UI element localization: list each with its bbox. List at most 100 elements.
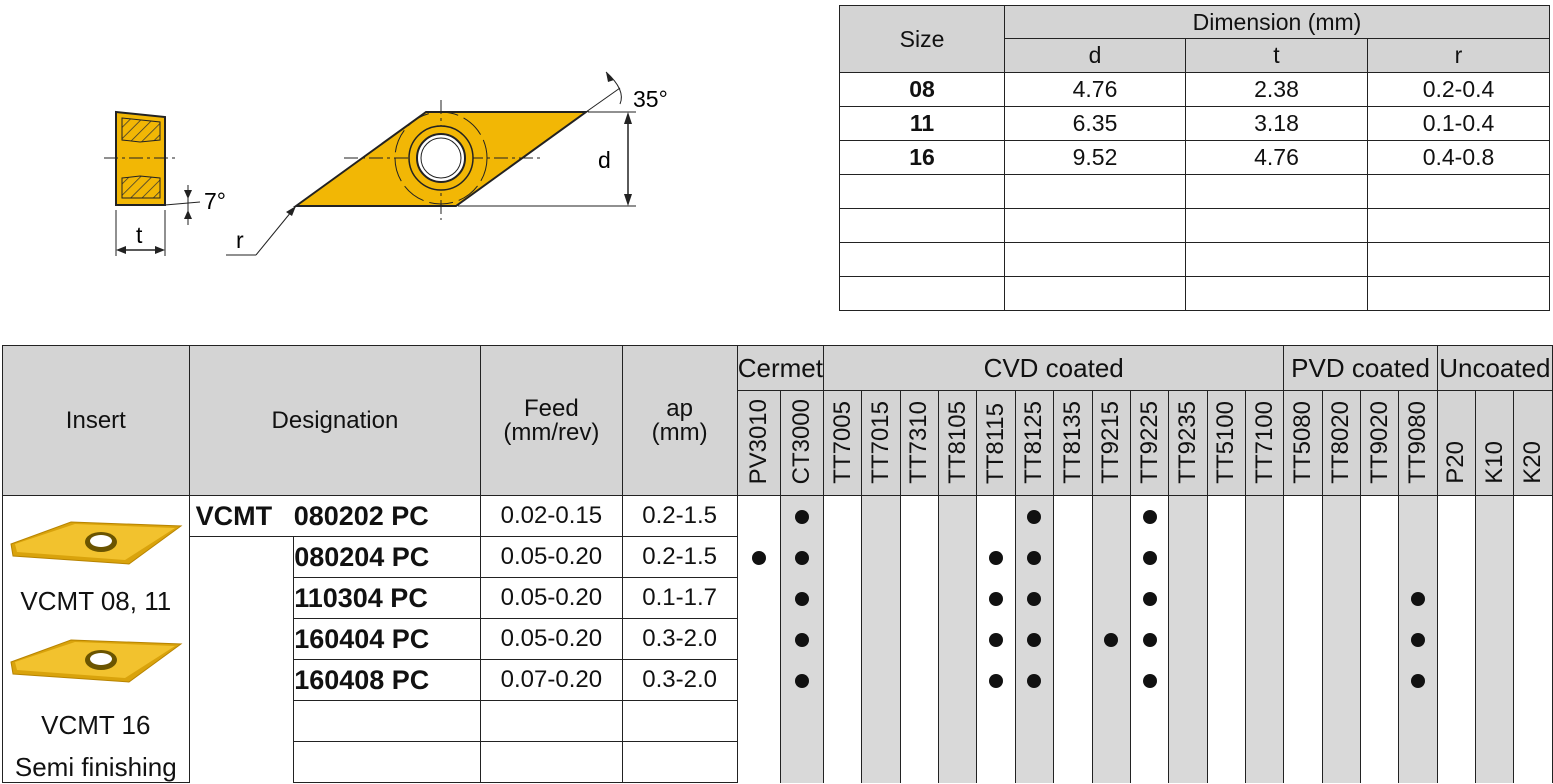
ap-cell: 0.3-2.0 (621, 618, 738, 660)
grade-cell (1244, 700, 1285, 742)
grade-cell (1091, 741, 1131, 783)
grade-group-header: PVD coated (1283, 345, 1438, 391)
grade-cell (1091, 659, 1131, 701)
size-cell: 11 (839, 106, 1005, 141)
grade-cell (822, 577, 863, 619)
d-cell: 4.76 (1004, 72, 1186, 107)
grade-cell (1360, 536, 1400, 578)
grade-cell (976, 659, 1016, 701)
grade-cell (1436, 741, 1477, 783)
grade-name: TT9215 (1097, 401, 1125, 484)
col-d-header: d (1004, 38, 1186, 73)
grade-cell (1129, 577, 1170, 619)
grade-cell (1475, 659, 1515, 701)
family-cell-empty (188, 741, 295, 783)
feed-header-line1: Feed (524, 394, 579, 422)
grade-cell (1398, 659, 1438, 701)
grade-cell (1436, 659, 1477, 701)
grade-cell (736, 577, 781, 619)
table-row: 16 9.52 4.76 0.4-0.8 (839, 140, 1550, 175)
grade-cell (1091, 700, 1131, 742)
grade-cell (1168, 577, 1208, 619)
grade-column-header: TT9235 (1168, 390, 1208, 496)
grade-cell (1206, 495, 1246, 537)
grade-column-header: TT7015 (861, 390, 901, 496)
grade-cell (1398, 577, 1438, 619)
grade-cell (1360, 700, 1400, 742)
t-cell: 3.18 (1185, 106, 1368, 141)
grade-cell (1091, 577, 1131, 619)
grade-name: TT9080 (1404, 401, 1432, 484)
grade-cell (1475, 495, 1515, 537)
grade-cell (822, 618, 863, 660)
grade-column-header: TT7310 (899, 390, 940, 496)
size-cell: 16 (839, 140, 1005, 175)
grade-cell (1244, 659, 1285, 701)
recommended-dot-icon (751, 550, 766, 565)
grade-column-header: TT7005 (822, 390, 863, 496)
table-row (3, 700, 1553, 742)
grade-cell (1398, 536, 1438, 578)
family-cell-empty (188, 618, 295, 660)
recommended-dot-icon (1027, 509, 1042, 524)
grade-cell (1436, 577, 1477, 619)
d-cell: 9.52 (1004, 140, 1186, 175)
grade-cell (861, 495, 901, 537)
feed-cell: 0.05-0.20 (480, 577, 623, 619)
grade-cell (1014, 700, 1055, 742)
grade-cell (861, 577, 901, 619)
grade-cell (1053, 659, 1093, 701)
grade-cell (1129, 618, 1170, 660)
grade-cell (1475, 577, 1515, 619)
grade-cell (1168, 536, 1208, 578)
grade-column-header: TT8135 (1053, 390, 1093, 496)
recommended-dot-icon (1027, 591, 1042, 606)
grade-cell (899, 659, 940, 701)
grade-cell (1360, 618, 1400, 660)
grade-cell (899, 700, 940, 742)
grade-cell (1283, 577, 1323, 619)
grade-cell (1513, 495, 1553, 537)
grade-cell (1436, 618, 1477, 660)
grade-cell (976, 700, 1016, 742)
grade-name: TT9020 (1365, 401, 1393, 484)
grade-cell (1129, 495, 1170, 537)
grade-cell (1129, 741, 1170, 783)
grade-cell (736, 495, 781, 537)
grade-cell (1436, 536, 1477, 578)
grade-cell (976, 495, 1016, 537)
insert-photo-16 (10, 639, 183, 683)
grade-name: TT5080 (1288, 401, 1316, 484)
recommended-dot-icon (794, 673, 809, 688)
grade-cell (1475, 618, 1515, 660)
recommended-dot-icon (1142, 550, 1157, 565)
grade-cell (1053, 495, 1093, 537)
insert-technical-drawing: 7° t 35° d r (104, 71, 668, 256)
recommended-dot-icon (1411, 632, 1426, 647)
grade-cell (1513, 659, 1553, 701)
empty-row (839, 276, 1550, 311)
grade-cell (1206, 577, 1246, 619)
top-view (226, 71, 636, 256)
grade-column-header: K20 (1513, 390, 1553, 496)
designation-code (293, 700, 482, 742)
grade-cell (1168, 741, 1208, 783)
grade-cell (1513, 577, 1553, 619)
grade-name: TT9235 (1173, 401, 1201, 484)
grade-cell (779, 659, 825, 701)
recommended-dot-icon (1142, 632, 1157, 647)
grade-cell (1244, 495, 1285, 537)
size-cell: 08 (839, 72, 1005, 107)
feed-cell: 0.02-0.15 (480, 495, 623, 537)
grade-cell (1206, 618, 1246, 660)
r-cell: 0.1-0.4 (1367, 106, 1550, 141)
grade-cell (779, 741, 825, 783)
grade-cell (1053, 741, 1093, 783)
grade-cell (1360, 741, 1400, 783)
grade-cell (1513, 700, 1553, 742)
recommended-dot-icon (1027, 632, 1042, 647)
grade-cell (1360, 495, 1400, 537)
grade-cell (1283, 618, 1323, 660)
